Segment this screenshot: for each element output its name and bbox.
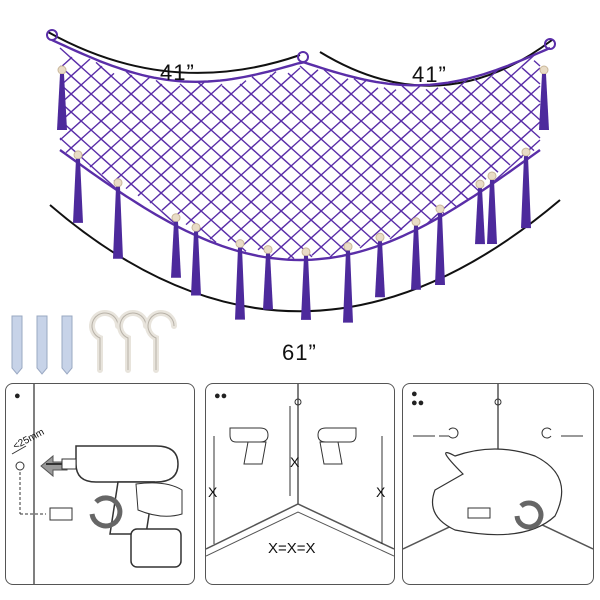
dimension-arc-left (47, 31, 301, 74)
distance-label: X (376, 484, 386, 500)
tassel-icon (191, 222, 201, 296)
dimension-label-top-left: 41” (160, 60, 195, 85)
tassel-icon (343, 242, 353, 323)
instruction-step-3: ● ●● (402, 383, 594, 585)
tassel-icon (411, 217, 421, 290)
ceiling-hook-icon (89, 310, 121, 373)
tassel-icon (73, 150, 83, 223)
tassel-icon (57, 65, 67, 130)
drill-icon (317, 427, 357, 465)
rotate-arrow-icon (514, 500, 544, 530)
step-marker: ●● (214, 390, 228, 402)
drill-icon (229, 427, 269, 465)
wall-anchor-icon (61, 315, 73, 375)
instruction-step-2: ●● X X X X=X=X (205, 383, 395, 585)
hammock-net-illustration (46, 29, 561, 323)
instruction-step-1: ● <25mm (5, 383, 195, 585)
tassel-icon (113, 178, 123, 259)
tassel-icon (171, 213, 181, 278)
step-marker: ● (14, 390, 21, 402)
tassel-icon (263, 245, 273, 310)
equation-label: X=X=X (268, 540, 316, 557)
rotate-arrow-icon (89, 495, 123, 529)
dimension-label-bottom: 61” (282, 340, 317, 365)
distance-label: X (290, 454, 300, 470)
hardware-kit (11, 310, 177, 375)
ceiling-hook-icon (117, 310, 149, 373)
tassel-icon (235, 239, 245, 320)
tassel-icon (301, 247, 311, 320)
net-mesh (51, 38, 551, 262)
hanging-loop-center (297, 51, 309, 63)
tassel-icon (475, 179, 485, 245)
speech-bubble-icon (431, 448, 563, 536)
wall-anchor-icon (36, 315, 48, 375)
tassel-icon (375, 232, 385, 298)
ceiling-hook-icon (145, 310, 177, 373)
step-marker: ● ●● (411, 388, 425, 409)
tassel-icon (435, 204, 445, 285)
tassel-icon (521, 147, 531, 229)
hook-mark-icon (294, 398, 302, 406)
net-tassels (57, 65, 549, 323)
hand-icon (135, 482, 183, 517)
tassel-icon (539, 65, 549, 130)
tassel-icon (487, 171, 497, 244)
distance-label: X (208, 484, 218, 500)
dimension-label-top-right: 41” (412, 62, 447, 87)
hook-mark-icon (494, 398, 502, 406)
wall-anchor-icon (11, 315, 23, 375)
